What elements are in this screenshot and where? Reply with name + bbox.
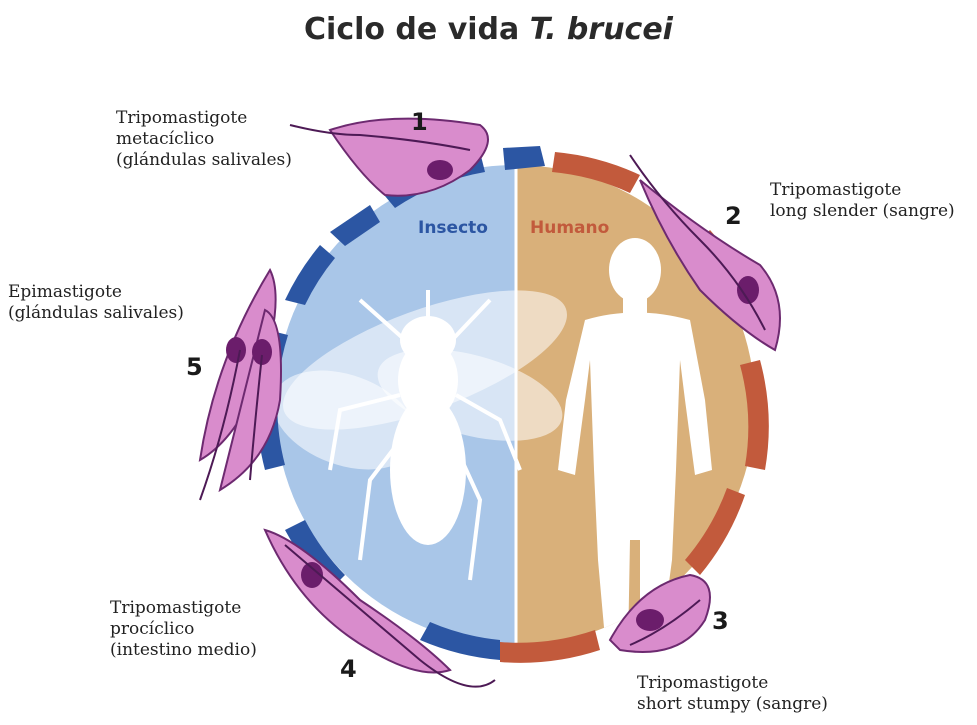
stage-4-label: Tripomastigote procíclico (intestino med…	[110, 598, 257, 661]
stage-3-label: Tripomastigote short stumpy (sangre)	[637, 673, 828, 715]
insect-zone-label: Insecto	[418, 218, 488, 238]
stage-2-label: Tripomastigote long slender (sangre)	[770, 180, 955, 222]
stage-1-label: Tripomastigote metacíclico (glándulas sa…	[116, 108, 292, 171]
stage-4-number: 4	[340, 655, 357, 683]
stage-3-number: 3	[712, 607, 729, 635]
stage-5-label: Epimastigote (glándulas salivales)	[8, 282, 184, 324]
stage-1-number: 1	[411, 108, 428, 136]
stage-2-number: 2	[725, 202, 742, 230]
stage-5-number: 5	[186, 353, 203, 381]
human-zone-label: Humano	[530, 218, 609, 238]
